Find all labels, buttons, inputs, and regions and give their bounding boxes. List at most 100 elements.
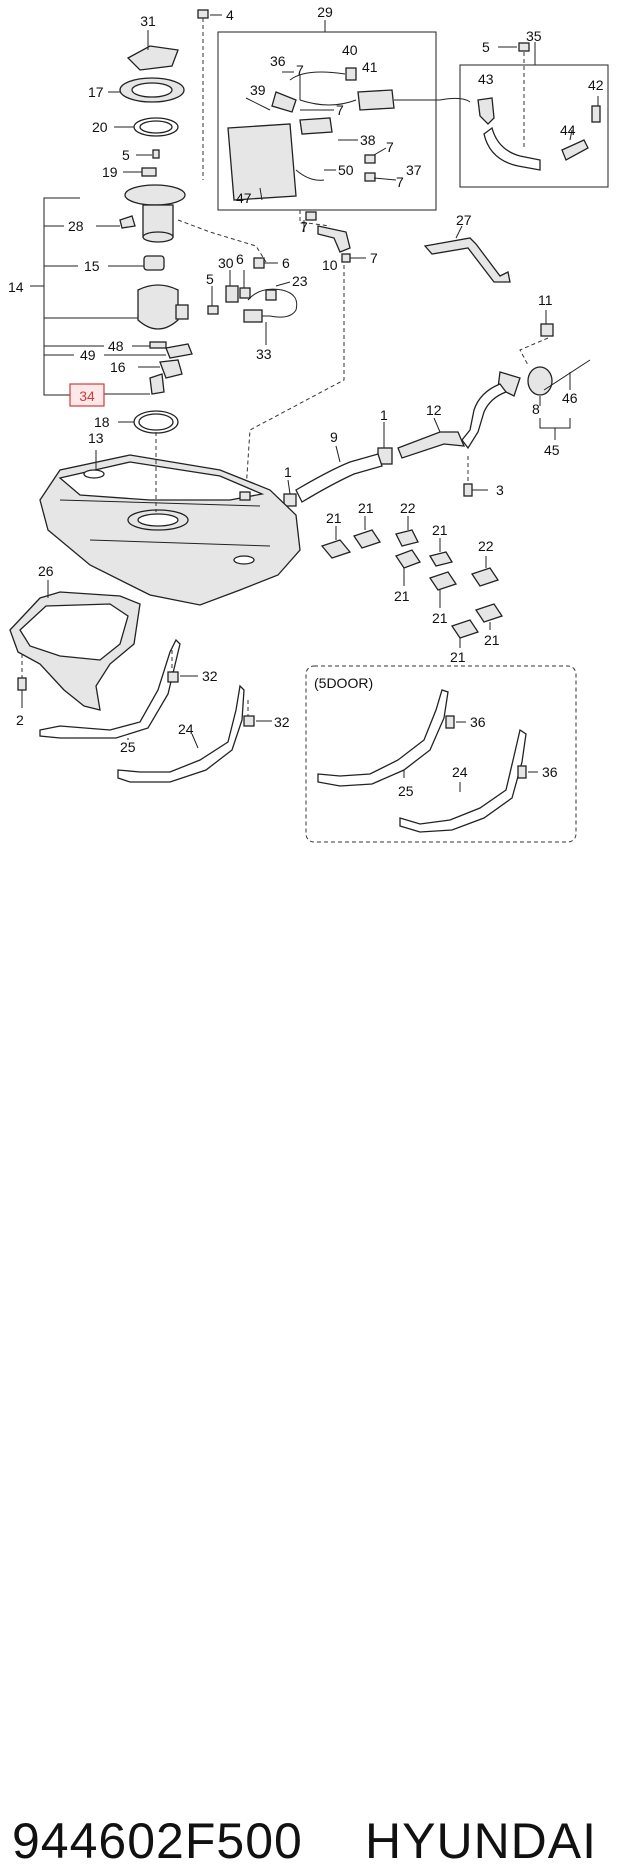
five-door-variant-box: [305, 665, 577, 843]
filler-neck-group: [377, 310, 591, 497]
callout-38: 38: [360, 132, 376, 148]
vent-hose-assembly-35: [459, 42, 609, 188]
part-28-fitting: [119, 215, 136, 229]
callout-6a: 6: [236, 251, 244, 267]
part-40: [345, 67, 357, 81]
callout-7d: 7: [396, 174, 404, 190]
callout-48: 48: [108, 338, 124, 354]
callout-34-highlighted: 34: [79, 388, 95, 404]
part-3-bolt: [463, 483, 473, 497]
canister-assembly-29: [217, 20, 471, 211]
callout-21a: 21: [326, 510, 342, 526]
callout-7c: 7: [386, 139, 394, 155]
part-34-fuel-sender: [149, 373, 165, 395]
callout-21c: 21: [432, 522, 448, 538]
callout-22b: 22: [478, 538, 494, 554]
callout-8: 8: [532, 401, 540, 417]
callout-19: 19: [102, 164, 118, 180]
brand-text: HYUNDAI: [365, 1813, 598, 1869]
part-24-strap: [117, 684, 245, 783]
part-4-bolt: [197, 9, 209, 19]
part-8-cap: [527, 366, 553, 396]
part-36-bolt-b: [517, 765, 527, 779]
callout-18: 18: [94, 414, 110, 430]
part-38: [299, 117, 333, 135]
callout-31: 31: [140, 13, 156, 29]
part-31-cover: [126, 45, 179, 71]
part-6-clip: [253, 257, 265, 269]
callout-29: 29: [317, 4, 333, 20]
pad-21-a: [320, 539, 352, 559]
part-10-hose: [317, 225, 351, 253]
callout-27: 27: [456, 212, 472, 228]
callout-30: 30: [218, 255, 234, 271]
callout-labels: 31 4 29 5 35 17 36 7 40 41 43 42 20 39 7…: [8, 4, 604, 799]
callout-5b: 5: [122, 147, 130, 163]
part-36-bolt-a: [445, 715, 455, 729]
fuel-pump-stack: [30, 30, 193, 434]
callout-21d: 21: [394, 588, 410, 604]
callout-7e: 7: [300, 219, 308, 235]
part-1-clamp-lower: [283, 493, 297, 507]
callout-7b: 7: [336, 102, 344, 118]
callout-40: 40: [342, 42, 358, 58]
pad-22-b: [470, 567, 500, 587]
callout-45: 45: [544, 442, 560, 458]
callout-6b: 6: [282, 255, 290, 271]
callout-10: 10: [322, 257, 338, 273]
part-fuel-filter-housing: [137, 284, 179, 330]
tape-pads: [320, 516, 504, 648]
callout-13: 13: [88, 430, 104, 446]
part-11-bolt: [540, 323, 554, 337]
sensor-group: [207, 257, 298, 345]
callout-21f: 21: [484, 632, 500, 648]
part-48: [149, 341, 167, 349]
callout-20: 20: [92, 119, 108, 135]
part-33-sensor: [243, 309, 263, 323]
part-5-bolt: [152, 149, 160, 159]
part-32-nut-b: [243, 715, 255, 727]
callout-50: 50: [338, 162, 354, 178]
pad-21-c: [395, 549, 421, 569]
callout-32b: 32: [274, 714, 290, 730]
callout-24b: 24: [452, 764, 468, 780]
callout-35: 35: [526, 28, 542, 44]
callout-15: 15: [84, 258, 100, 274]
pad-21-g: [450, 619, 480, 639]
callout-7f: 7: [370, 250, 378, 266]
part-2-bolt: [17, 677, 27, 691]
callout-24a: 24: [178, 721, 194, 737]
callout-32a: 32: [202, 668, 218, 684]
part-27-pipe: [423, 237, 511, 283]
callout-4: 4: [226, 7, 234, 23]
part-pump-flange: [124, 184, 186, 206]
callout-2: 2: [16, 712, 24, 728]
highlight-box-34: [69, 383, 105, 407]
callout-39: 39: [250, 82, 266, 98]
part-32-nut-a: [167, 671, 179, 683]
part-15-pump: [143, 255, 165, 271]
callout-49: 49: [80, 347, 96, 363]
callout-12: 12: [426, 402, 442, 418]
pad-22-a: [395, 529, 419, 547]
pad-21-b: [352, 529, 382, 549]
callout-25b: 25: [398, 783, 414, 799]
callout-11: 11: [538, 292, 553, 308]
part-12-filler-neck: [461, 383, 508, 450]
callout-21g: 21: [450, 649, 466, 665]
callout-5door: (5DOOR): [314, 675, 373, 691]
fuel-system-exploded-diagram: 31 4 29 5 35 17 36 7 40 41 43 42 20 39 7…: [8, 4, 609, 843]
part-16: [159, 359, 183, 379]
part-43: [477, 97, 495, 125]
part-47-canister: [227, 123, 297, 201]
bracket-14: [43, 197, 80, 396]
callout-37: 37: [406, 162, 422, 178]
part-number-text: 944602F500: [12, 1813, 303, 1869]
part-49: [165, 343, 193, 359]
callout-16: 16: [110, 359, 126, 375]
callout-3: 3: [496, 482, 504, 498]
pad-21-f: [474, 603, 504, 623]
pad-21-e: [428, 571, 458, 591]
part-9-hose: [295, 453, 383, 503]
callout-1b: 1: [284, 464, 292, 480]
